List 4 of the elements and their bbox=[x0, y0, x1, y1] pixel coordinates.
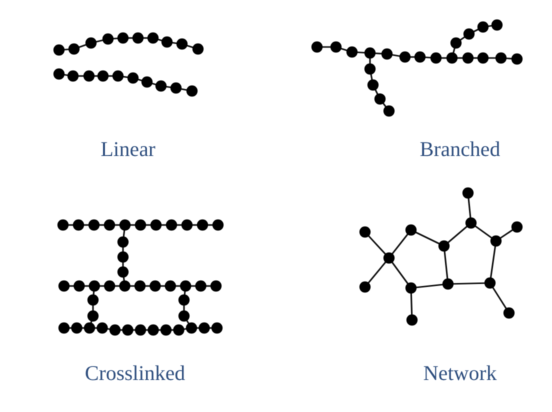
structure-label: Linear bbox=[100, 137, 156, 162]
structure-label: Crosslinked bbox=[84, 361, 186, 386]
structure-label: Network bbox=[423, 361, 497, 386]
structure-label: Branched bbox=[420, 137, 500, 162]
